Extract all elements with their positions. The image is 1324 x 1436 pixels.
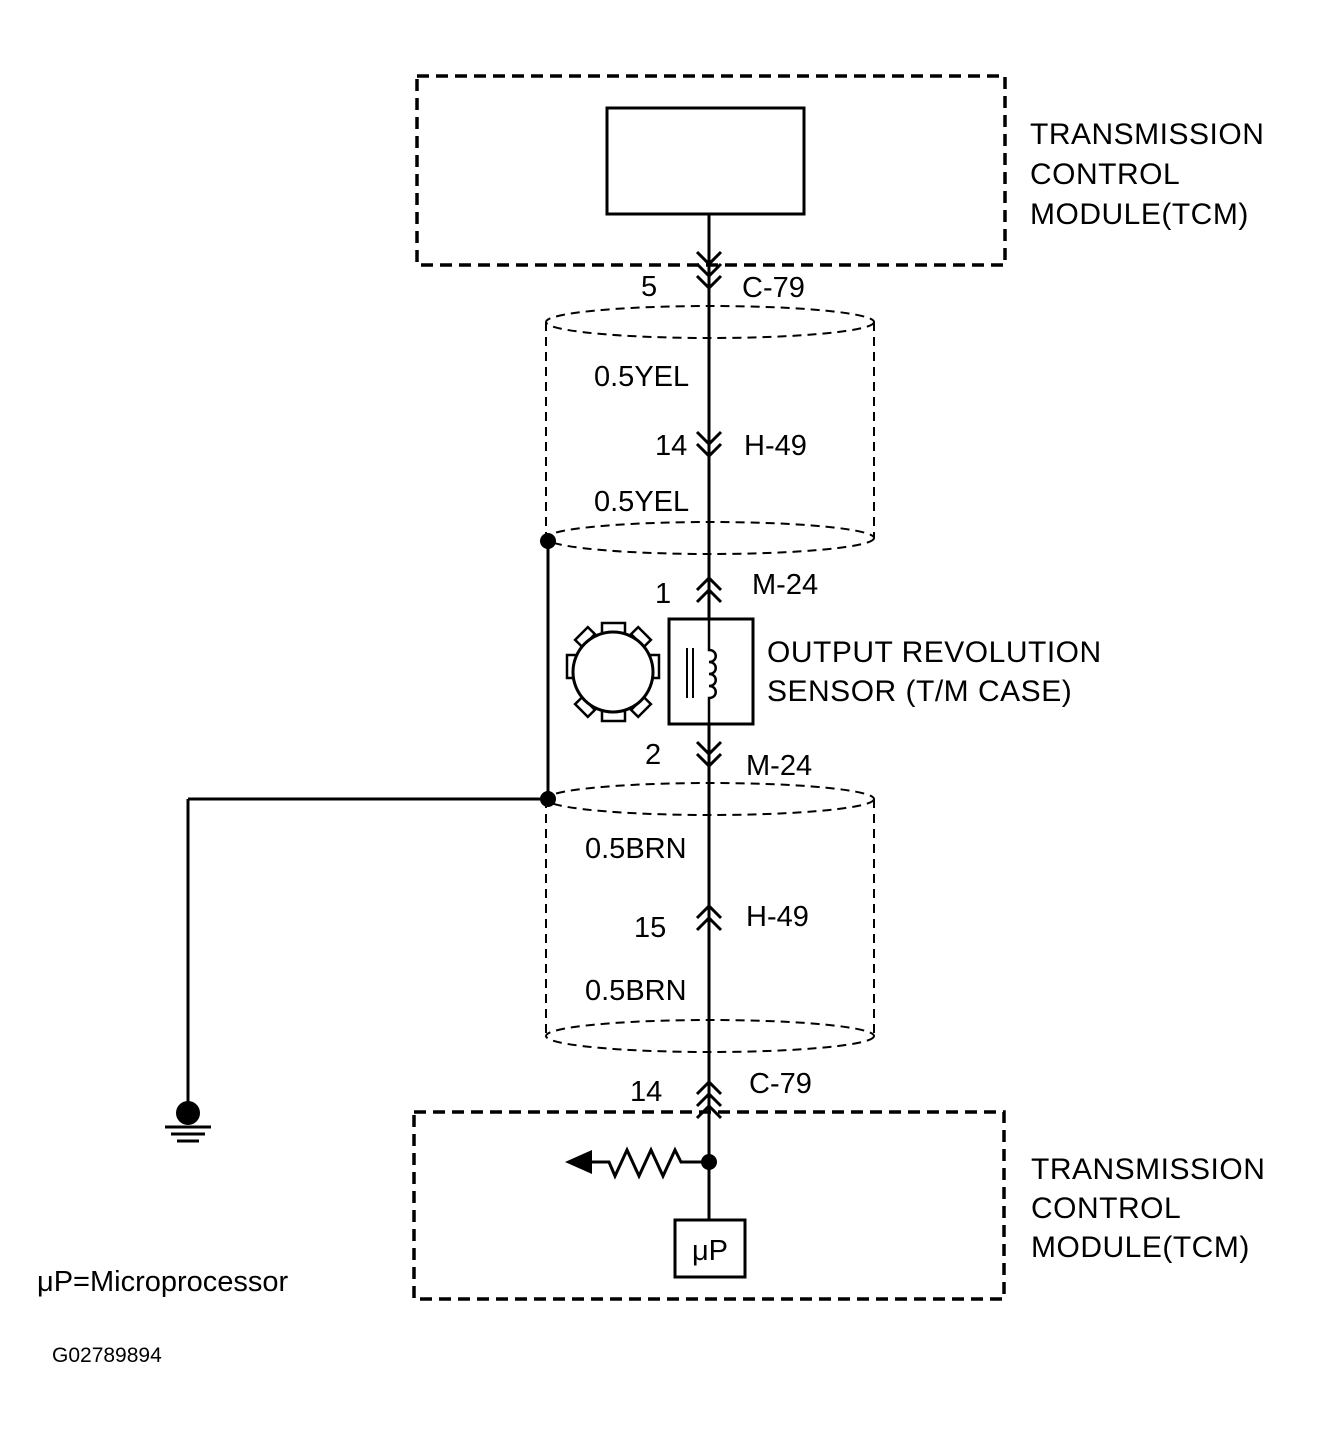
connector-c79-top-name: C-79 xyxy=(742,272,805,304)
shield-ground-wire xyxy=(186,533,556,1104)
pullup-resistor-icon xyxy=(565,1146,709,1180)
connector-h49-top-name: H-49 xyxy=(744,430,807,462)
tcm-top-boundary xyxy=(415,74,1007,267)
microprocessor-block xyxy=(673,1218,747,1279)
reluctor-wheel-icon xyxy=(565,621,661,723)
connector-m24-bottom-name: M-24 xyxy=(746,750,812,782)
wire-color-upper-2: 0.5YEL xyxy=(594,486,689,518)
connector-h49-top-pin: 14 xyxy=(655,430,687,462)
tcm-top-label-3: MODULE(TCM) xyxy=(1030,198,1249,231)
wire-color-lower-1: 0.5BRN xyxy=(585,833,687,865)
connector-c79-bottom-pin: 14 xyxy=(630,1076,662,1108)
wire-color-upper-1: 0.5YEL xyxy=(594,361,689,393)
lower-shield xyxy=(545,782,875,1053)
connector-h49-bottom-pin: 15 xyxy=(634,912,666,944)
connector-h49-bottom-symbol xyxy=(695,903,723,932)
connector-h49-top-symbol xyxy=(695,430,723,459)
connector-c79-bottom-symbol xyxy=(695,1079,723,1120)
connector-c79-top-symbol xyxy=(695,250,723,291)
connector-m24-top-name: M-24 xyxy=(752,569,818,601)
tcm-bottom-label-2: CONTROL xyxy=(1031,1192,1181,1225)
connector-c79-top-pin: 5 xyxy=(641,271,657,303)
tcm-bottom-label-1: TRANSMISSION xyxy=(1031,1153,1265,1186)
wire-color-lower-2: 0.5BRN xyxy=(585,975,687,1007)
connector-m24-top-symbol xyxy=(695,575,723,604)
connector-m24-top-pin: 1 xyxy=(655,578,671,610)
sensor-label-2: SENSOR (T/M CASE) xyxy=(767,675,1072,708)
tcm-bottom-label-3: MODULE(TCM) xyxy=(1031,1231,1250,1264)
sensor-coil-icon xyxy=(686,619,717,724)
connector-m24-bottom-pin: 2 xyxy=(645,739,661,771)
connector-m24-bottom-symbol xyxy=(695,740,723,769)
tcm-top-label-2: CONTROL xyxy=(1030,158,1180,191)
tcm-top-block xyxy=(605,106,806,216)
tcm-bottom-boundary xyxy=(412,1110,1006,1301)
sensor-label-1: OUTPUT REVOLUTION xyxy=(767,636,1102,669)
connector-h49-bottom-name: H-49 xyxy=(746,901,809,933)
microprocessor-label: μP xyxy=(692,1235,728,1267)
tcm-top-label-1: TRANSMISSION xyxy=(1030,118,1264,151)
sensor-body xyxy=(667,617,755,726)
connector-c79-bottom-name: C-79 xyxy=(749,1068,812,1100)
ground-icon xyxy=(165,1101,211,1143)
figure-id: G02789894 xyxy=(52,1344,162,1367)
legend-microprocessor: μP=Microprocessor xyxy=(37,1266,289,1298)
